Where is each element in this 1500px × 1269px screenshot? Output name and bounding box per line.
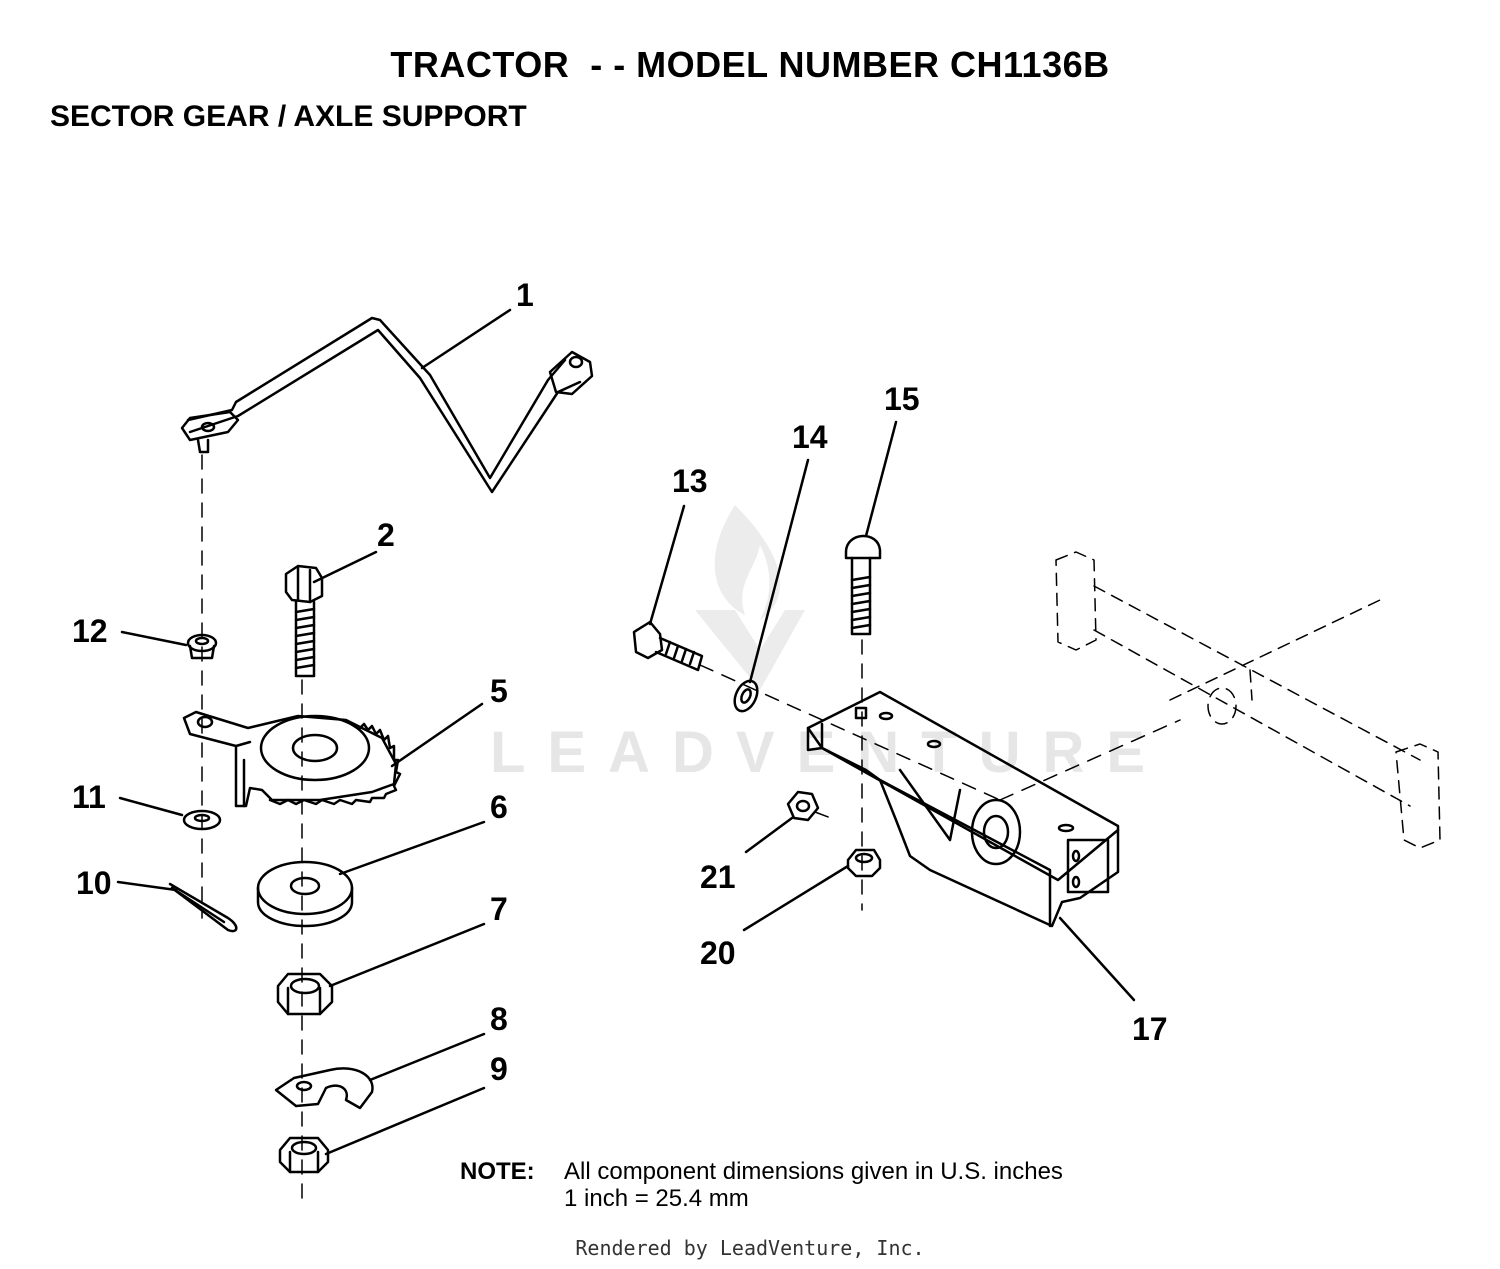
assembly-center-lines bbox=[201, 454, 1181, 1201]
callout-6[interactable]: 6 bbox=[490, 789, 508, 825]
part-13-hex-bolt[interactable] bbox=[632, 620, 704, 672]
callout-8[interactable]: 8 bbox=[490, 1001, 508, 1037]
note-label: NOTE: bbox=[460, 1158, 535, 1185]
callout-7[interactable]: 7 bbox=[490, 891, 508, 927]
part-6-spacer[interactable] bbox=[256, 860, 354, 928]
callout-2[interactable]: 2 bbox=[377, 517, 395, 553]
callout-14[interactable]: 14 bbox=[792, 419, 828, 455]
callout-15[interactable]: 15 bbox=[884, 381, 920, 417]
callout-10[interactable]: 10 bbox=[76, 865, 112, 901]
part-20-nut[interactable] bbox=[846, 848, 882, 878]
callout-12[interactable]: 12 bbox=[72, 613, 108, 649]
part-14-washer[interactable] bbox=[730, 677, 762, 714]
watermark: LEADVENTURE bbox=[490, 505, 1167, 785]
watermark-text: LEADVENTURE bbox=[490, 720, 1167, 785]
callout-leader-lines bbox=[116, 308, 1136, 1156]
callout-20[interactable]: 20 bbox=[700, 935, 736, 971]
callout-17[interactable]: 17 bbox=[1132, 1011, 1168, 1047]
note-body: All component dimensions given in U.S. i… bbox=[564, 1158, 1063, 1212]
callout-21[interactable]: 21 bbox=[700, 859, 736, 895]
callout-13[interactable]: 13 bbox=[672, 463, 708, 499]
part-15-carriage-bolt[interactable] bbox=[844, 534, 882, 636]
phantom-front-axle bbox=[1055, 551, 1441, 849]
callout-numbers: 1 2 5 6 7 8 9 10 11 12 13 14 15 17 20 21 bbox=[72, 277, 1168, 1087]
part-8-clip[interactable] bbox=[274, 1067, 374, 1110]
part-9-hex-nut[interactable] bbox=[278, 1136, 330, 1174]
part-1-drag-link[interactable] bbox=[180, 316, 594, 494]
part-5-sector-gear[interactable] bbox=[182, 710, 402, 808]
part-12-flange-nut[interactable] bbox=[186, 633, 218, 660]
diagram-subtitle: SECTOR GEAR / AXLE SUPPORT bbox=[50, 100, 527, 133]
part-2-hex-bolt[interactable] bbox=[284, 564, 324, 678]
note-line-1: All component dimensions given in U.S. i… bbox=[564, 1158, 1063, 1185]
callout-11[interactable]: 11 bbox=[72, 779, 106, 815]
diagram-title: TRACTOR - - MODEL NUMBER CH1136B bbox=[390, 44, 1110, 85]
part-17-axle-support[interactable] bbox=[806, 690, 1120, 928]
note-line-2: 1 inch = 25.4 mm bbox=[564, 1185, 749, 1212]
footer-credit: Rendered by LeadVenture, Inc. bbox=[575, 1236, 925, 1260]
part-21-nut[interactable] bbox=[786, 790, 820, 822]
callout-9[interactable]: 9 bbox=[490, 1051, 508, 1087]
dimensions-note: NOTE: All component dimensions given in U… bbox=[460, 1158, 1063, 1212]
part-10-cotter-pin[interactable] bbox=[168, 882, 238, 933]
part-11-washer[interactable] bbox=[182, 809, 222, 831]
callout-1[interactable]: 1 bbox=[516, 277, 534, 313]
callout-5[interactable]: 5 bbox=[490, 673, 508, 709]
part-7-hex-nut[interactable] bbox=[276, 972, 334, 1016]
